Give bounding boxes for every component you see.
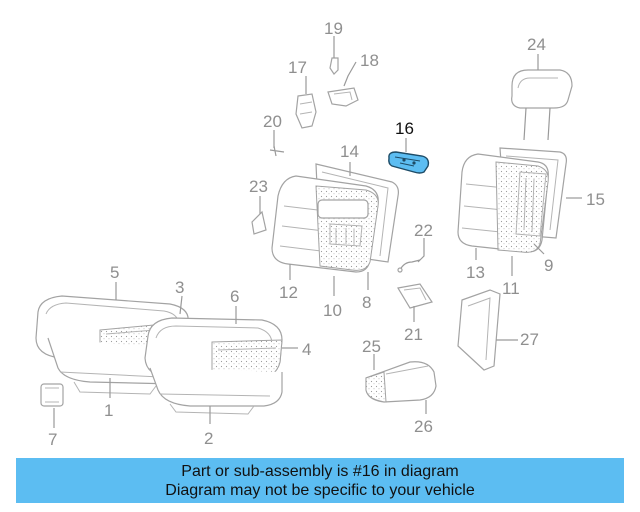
armrest-box [365, 361, 437, 403]
callout-8: 8 [362, 293, 371, 312]
callout-4: 4 [302, 340, 311, 359]
callout-19: 19 [324, 19, 343, 38]
callout-24: 24 [527, 35, 546, 54]
callout-26: 26 [414, 417, 433, 436]
callout-2: 2 [204, 429, 213, 448]
parts-diagram: 1 2 3 4 5 6 7 8 9 10 11 12 13 14 15 16 1… [35, 19, 605, 449]
callout-6: 6 [230, 287, 239, 306]
callout-22: 22 [414, 221, 433, 240]
seat-back-right [457, 147, 567, 253]
latch-parts [269, 57, 359, 157]
callout-5: 5 [110, 263, 119, 282]
cover-panel [457, 289, 501, 371]
clip-part [40, 383, 64, 407]
callout-27: 27 [520, 330, 539, 349]
callout-3: 3 [175, 278, 184, 297]
callout-12: 12 [279, 283, 298, 302]
callout-1: 1 [104, 401, 113, 420]
callout-17: 17 [288, 58, 307, 77]
headrest [511, 69, 573, 141]
callout-18: 18 [360, 51, 379, 70]
callout-10: 10 [323, 301, 342, 320]
callout-14: 14 [340, 142, 359, 161]
callout-11: 11 [502, 279, 520, 298]
callout-7: 7 [48, 430, 57, 449]
leader-lines [53, 36, 582, 428]
callout-9: 9 [544, 256, 553, 275]
callouts: 1 2 3 4 5 6 7 8 9 10 11 12 13 14 15 16 1… [48, 19, 605, 449]
callout-16: 16 [395, 119, 414, 138]
banner-line-1: Part or sub-assembly is #16 in diagram [181, 462, 459, 480]
small-hardware [251, 210, 433, 309]
callout-13: 13 [466, 263, 485, 282]
info-banner: Part or sub-assembly is #16 in diagram D… [16, 458, 624, 503]
callout-15: 15 [586, 190, 605, 209]
callout-21: 21 [404, 325, 423, 344]
seat-cushion-right [144, 317, 283, 415]
highlighted-part-16 [388, 151, 430, 174]
callout-25: 25 [362, 337, 381, 356]
seat-back-left [271, 163, 399, 273]
callout-23: 23 [249, 177, 268, 196]
callout-20: 20 [263, 112, 282, 131]
banner-line-2: Diagram may not be specific to your vehi… [165, 481, 475, 499]
